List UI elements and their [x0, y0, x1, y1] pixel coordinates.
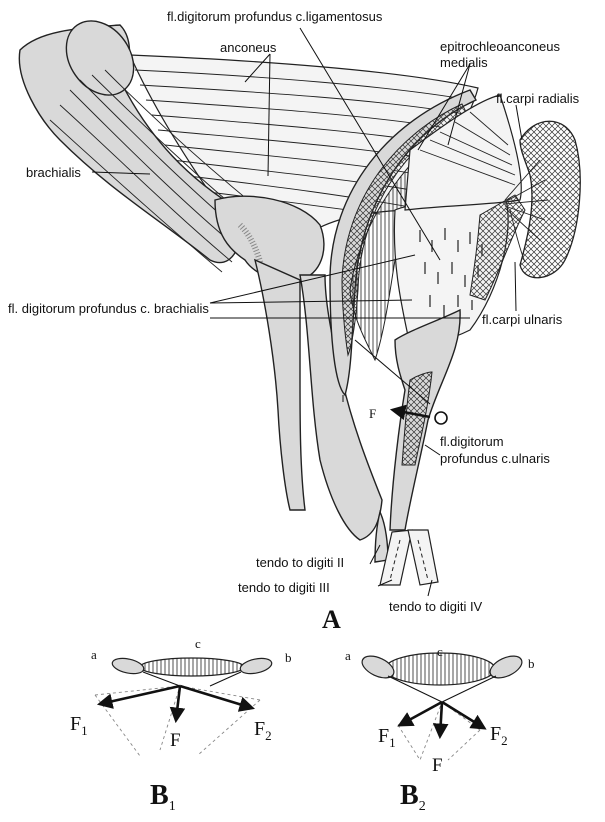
metacarpal-bone	[390, 310, 460, 530]
panel-a: fl.digitorum profundus c.ligamentosus an…	[8, 8, 580, 634]
b2-title-sub: 2	[419, 799, 426, 814]
label-tendo-iv: tendo to digiti IV	[389, 599, 483, 614]
label-fl-carpi-radialis: fl.carpi radialis	[496, 91, 580, 106]
label-anconeus: anconeus	[220, 40, 277, 55]
b1-f2-main: F	[254, 718, 265, 740]
label-force-a: F	[369, 406, 376, 421]
pivot-circle	[435, 412, 447, 424]
b1-ellipse-a	[111, 656, 145, 676]
b2-label-f1: F1	[378, 725, 396, 750]
label-epitrochleo-2: medialis	[440, 55, 488, 70]
label-epitrochleo-1: epitrochleoanconeus	[440, 39, 560, 54]
panel-letter-a: A	[322, 605, 341, 634]
b2-f2-sub: 2	[501, 733, 508, 748]
label-fl-dig-prof-uln-2: profundus c.ulnaris	[440, 451, 550, 466]
label-brachialis: brachialis	[26, 165, 81, 180]
b2-f2-main: F	[490, 723, 501, 745]
label-fl-dig-prof-lig: fl.digitorum profundus c.ligamentosus	[167, 9, 383, 24]
b1-title: B1	[150, 780, 176, 814]
tendon-digiti-iv	[408, 530, 438, 585]
b2-label-f: F	[432, 755, 443, 776]
b2-f1-sub: 1	[389, 735, 396, 750]
label-tendo-ii: tendo to digiti II	[256, 555, 344, 570]
b1-label-c: c	[195, 636, 201, 651]
label-fl-dig-prof-uln-1: fl.digitorum	[440, 434, 504, 449]
b2-label-c: c	[437, 644, 443, 659]
b2-label-b: b	[528, 656, 535, 671]
b2-label-f2: F2	[490, 723, 508, 748]
b2-label-a: a	[345, 648, 351, 663]
b1-label-f: F	[170, 730, 181, 751]
panel-b1: a b c F1 F2 F B1	[70, 636, 292, 814]
b1-title-main: B	[150, 780, 169, 811]
b1-f2-sub: 2	[265, 728, 272, 743]
b2-title-main: B	[400, 780, 419, 811]
label-fl-carpi-ulnaris: fl.carpi ulnaris	[482, 312, 563, 327]
label-tendo-iii: tendo to digiti III	[238, 580, 330, 595]
b1-label-a: a	[91, 647, 97, 662]
b1-ellipse-b	[239, 656, 273, 676]
b1-arrow-f1	[100, 686, 180, 704]
b2-f1-main: F	[378, 725, 389, 747]
carpal-bone	[520, 121, 580, 277]
b1-muscle-c	[140, 658, 244, 676]
b1-title-sub: 1	[169, 799, 176, 814]
b1-label-f2: F2	[254, 718, 272, 743]
b2-arrow-f1	[400, 702, 442, 725]
b1-f1-main: F	[70, 713, 81, 735]
panel-b2: a b c F1 F2 F B2	[345, 644, 535, 814]
b1-f1-sub: 1	[81, 723, 88, 738]
radius-bone	[255, 260, 305, 510]
b2-arrow-f2	[442, 702, 484, 728]
label-fl-dig-prof-brach: fl. digitorum profundus c. brachialis	[8, 301, 209, 316]
b1-label-f1: F1	[70, 713, 88, 738]
b2-title: B2	[400, 780, 426, 814]
b1-label-b: b	[285, 650, 292, 665]
